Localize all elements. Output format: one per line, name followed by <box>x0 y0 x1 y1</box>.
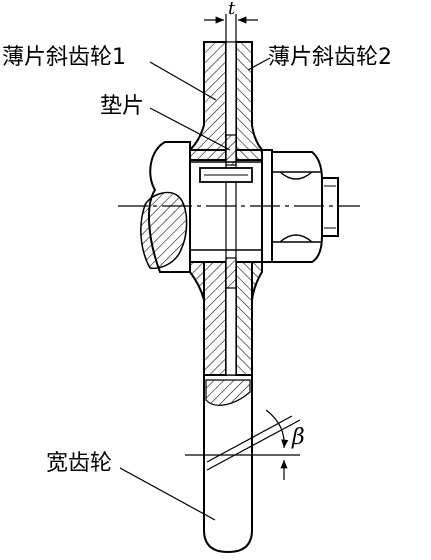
thin-helical-gear-2 <box>235 41 263 376</box>
hub-key <box>190 161 262 251</box>
thin-helical-gear-1 <box>189 41 227 376</box>
shim <box>225 41 237 376</box>
shaft <box>140 141 262 273</box>
label-wide-gear: 宽齿轮 <box>46 451 112 476</box>
label-thin-helical-gear-1: 薄片斜齿轮1 <box>2 45 126 70</box>
leader-lines <box>119 57 271 521</box>
label-helix-angle-beta: β <box>291 425 305 450</box>
thickness-dimension <box>204 14 258 42</box>
label-shim: 垫片 <box>100 94 144 119</box>
label-thin-helical-gear-2: 薄片斜齿轮2 <box>268 45 392 70</box>
label-thickness-t: t <box>228 0 236 19</box>
helix-angle-indicator <box>185 409 301 480</box>
